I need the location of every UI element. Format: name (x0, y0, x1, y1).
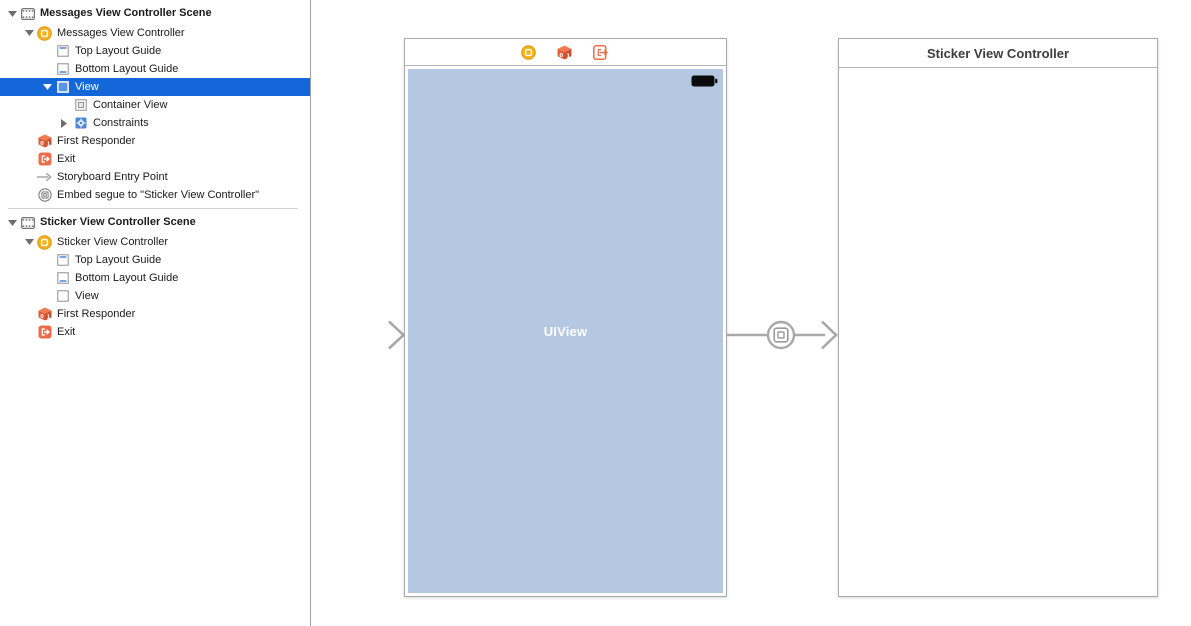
embed-segue-icon[interactable] (766, 320, 796, 350)
disclosure-triangle-icon[interactable] (8, 220, 20, 226)
outline-row-messages-scene[interactable]: Messages View Controller Scene (0, 3, 310, 24)
sticker-view-controller[interactable]: Sticker View Controller (838, 38, 1158, 597)
top-layout-guide-icon (55, 44, 70, 59)
uiview[interactable]: UIView (408, 69, 723, 593)
bottom-layout-guide-icon (55, 62, 70, 77)
outline-row-label: View (75, 289, 99, 302)
scene-icon (20, 215, 35, 230)
first-responder-icon (37, 134, 52, 149)
first-responder-icon[interactable] (557, 45, 572, 60)
outline-row-label: Storyboard Entry Point (57, 170, 168, 183)
outline-row-sticker-scene[interactable]: Sticker View Controller Scene (0, 212, 310, 233)
outline-row-label: Bottom Layout Guide (75, 271, 179, 284)
sticker-vc-title: Sticker View Controller (926, 45, 1070, 61)
embed-segue-arrow[interactable] (727, 318, 839, 352)
view-controller-icon[interactable] (521, 45, 536, 60)
outline-row-storyboard-entry-point[interactable]: Storyboard Entry Point (0, 168, 310, 186)
storyboard-entry-point-arrow[interactable] (250, 318, 408, 352)
outline-row-first-responder[interactable]: First Responder (0, 132, 310, 150)
container-view-icon (73, 98, 88, 113)
battery-icon (691, 75, 718, 87)
disclosure-triangle-icon[interactable] (8, 11, 20, 17)
outline-row-label: Embed segue to "Sticker View Controller" (57, 188, 260, 201)
outline-row-label: First Responder (57, 307, 136, 320)
arrow-icon (37, 170, 52, 185)
embed-segue-icon (37, 188, 52, 203)
outline-row-constraints[interactable]: Constraints (0, 114, 310, 132)
outline-row-sticker-view-controller[interactable]: Sticker View Controller (0, 233, 310, 251)
messages-vc-header[interactable] (405, 39, 726, 66)
disclosure-triangle-icon[interactable] (25, 30, 37, 36)
exit-icon (37, 152, 52, 167)
outline-row-bottom-layout-guide[interactable]: Bottom Layout Guide (0, 269, 310, 287)
constraints-icon (73, 116, 88, 131)
outline-row-messages-view-controller[interactable]: Messages View Controller (0, 24, 310, 42)
outline-row-exit[interactable]: Exit (0, 150, 310, 168)
disclosure-triangle-icon[interactable] (61, 119, 73, 128)
messages-view-controller[interactable]: UIView (404, 38, 727, 597)
outline-row-label: Top Layout Guide (75, 253, 162, 266)
outline-row-label: View (75, 80, 99, 93)
outline-row-label: Sticker View Controller (57, 235, 169, 248)
outline-row-label: Container View (93, 98, 168, 111)
outline-row-embed-segue[interactable]: Embed segue to "Sticker View Controller" (0, 186, 310, 204)
outline-row-view[interactable]: View (0, 287, 310, 305)
outline-row-label: Constraints (93, 116, 149, 129)
scene-icon (20, 6, 35, 21)
outline-row-view-selected[interactable]: View (0, 78, 310, 96)
view-controller-icon (37, 235, 52, 250)
disclosure-triangle-icon[interactable] (43, 84, 55, 90)
view-controller-icon (37, 26, 52, 41)
outline-row-label: Messages View Controller (57, 26, 185, 39)
disclosure-triangle-icon[interactable] (25, 239, 37, 245)
exit-icon (37, 325, 52, 340)
sticker-vc-header[interactable]: Sticker View Controller (839, 39, 1157, 68)
scene-separator (0, 204, 310, 212)
bottom-layout-guide-icon (55, 271, 70, 286)
storyboard-canvas[interactable]: UIView Sticker View Controller (252, 0, 1191, 626)
uiview-label: UIView (543, 323, 588, 339)
outline-row-label: Top Layout Guide (75, 44, 162, 57)
outline-row-container-view[interactable]: Container View (0, 96, 310, 114)
outline-row-label: Sticker View Controller Scene (40, 216, 196, 228)
view-icon (55, 80, 70, 95)
outline-row-label: Exit (57, 152, 76, 165)
document-outline[interactable]: Messages View Controller Scene Messages … (0, 0, 311, 626)
outline-row-label: Exit (57, 325, 76, 338)
outline-row-label: First Responder (57, 134, 136, 147)
outline-row-bottom-layout-guide[interactable]: Bottom Layout Guide (0, 60, 310, 78)
first-responder-icon (37, 307, 52, 322)
top-layout-guide-icon (55, 253, 70, 268)
outline-row-top-layout-guide[interactable]: Top Layout Guide (0, 251, 310, 269)
sticker-vc-view[interactable] (839, 69, 1157, 596)
outline-row-exit[interactable]: Exit (0, 323, 310, 341)
outline-row-top-layout-guide[interactable]: Top Layout Guide (0, 42, 310, 60)
exit-icon[interactable] (593, 45, 610, 60)
outline-row-label: Bottom Layout Guide (75, 62, 179, 75)
view-icon (55, 289, 70, 304)
outline-row-label: Messages View Controller Scene (40, 7, 212, 19)
outline-row-first-responder[interactable]: First Responder (0, 305, 310, 323)
